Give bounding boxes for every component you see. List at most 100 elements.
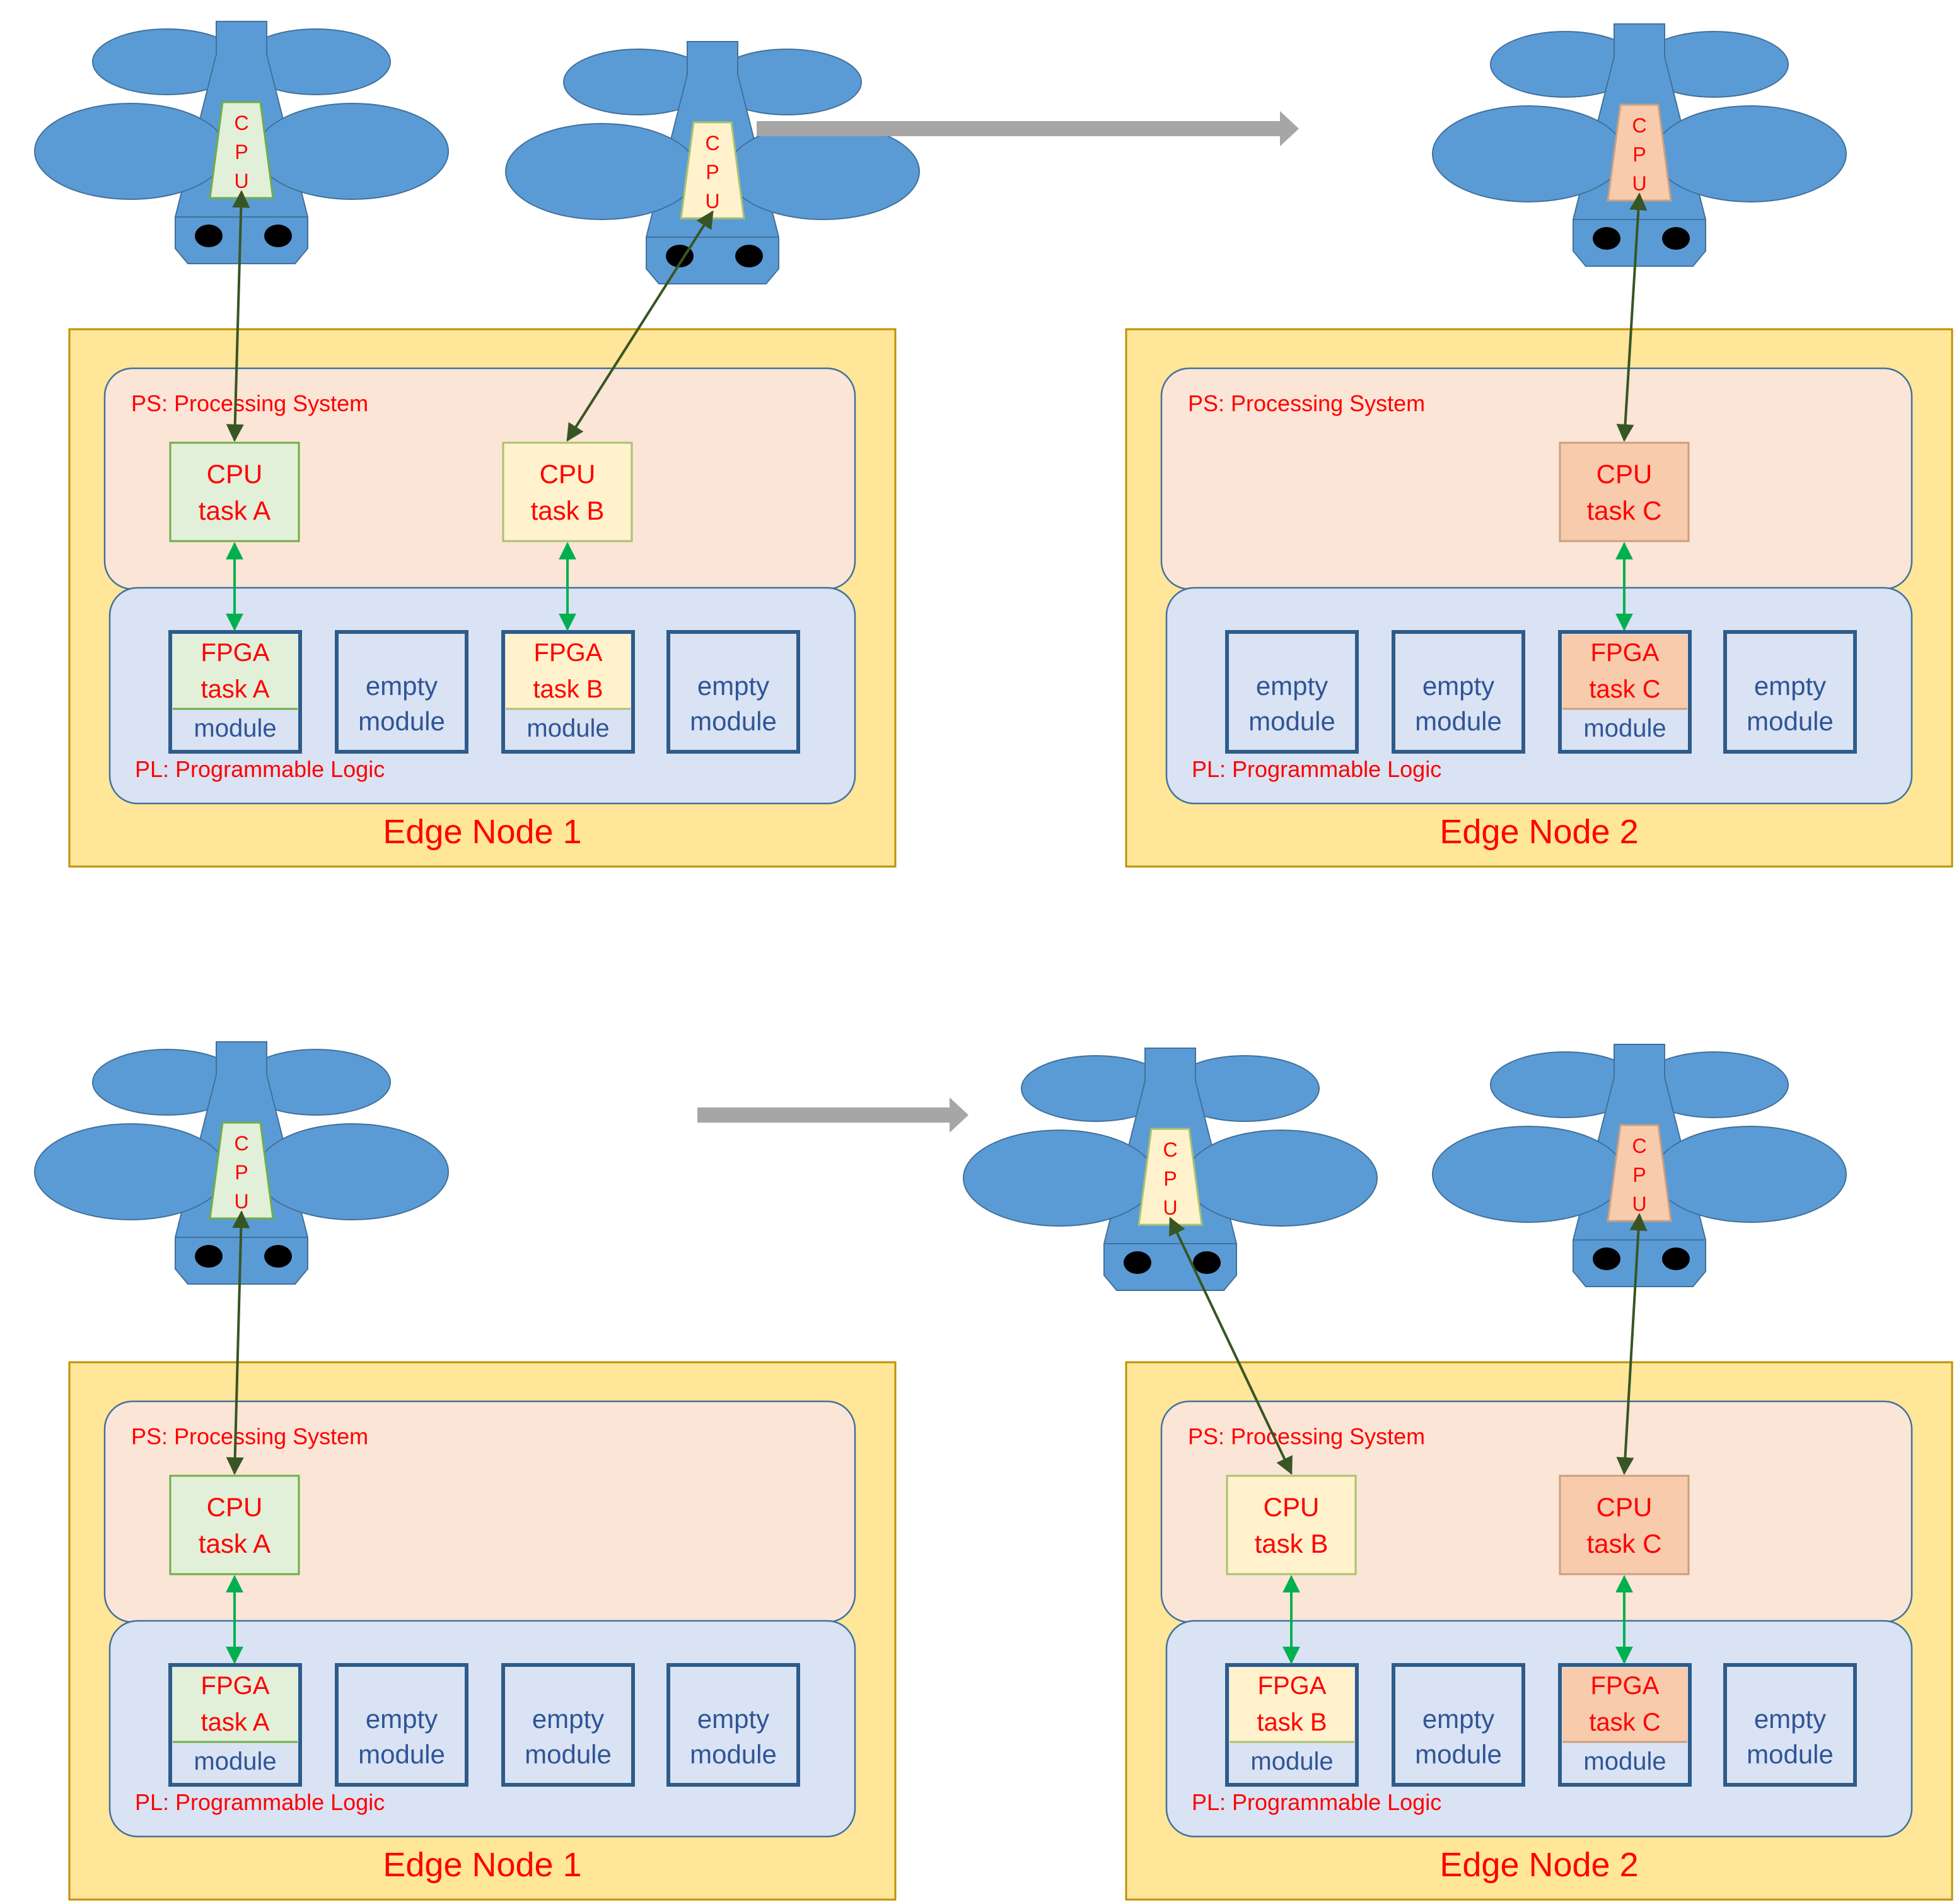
module-text-empty: empty (1754, 1704, 1826, 1734)
drone-cpu-chip (1607, 1124, 1672, 1222)
module-text-empty: empty (1754, 671, 1826, 701)
module-text-module: module (525, 1739, 612, 1769)
module-task-fill (173, 634, 298, 709)
rotor-bottom-right (1654, 1126, 1847, 1223)
drone-camera-lens-right (1662, 1247, 1690, 1270)
module-text-module: module (526, 715, 609, 742)
drone-camera-lens-left (1593, 1247, 1620, 1270)
rotor-bottom-left (1432, 1126, 1625, 1223)
drone-cpu-link (1616, 1213, 1648, 1475)
rotor-bottom-right (1185, 1130, 1378, 1227)
drone-camera-lens-right (264, 225, 292, 247)
movement-arrow-top (757, 111, 1299, 146)
drone-task-c: CPU (1432, 23, 1847, 267)
rotor-bottom-right (1654, 105, 1847, 202)
module-text-task: task B (1257, 1708, 1327, 1736)
drone-cpu-chip (209, 1121, 274, 1220)
module-text-fpga: FPGA (1258, 1672, 1327, 1700)
cpu-box-task: task B (531, 496, 605, 525)
edge-node-label: Edge Node 2 (1439, 813, 1638, 851)
cpu-box-label: CPU (1596, 1492, 1653, 1522)
module-task-fill (173, 1667, 298, 1742)
cpu-box (1559, 1475, 1690, 1575)
drone-cpu-letter: C (705, 132, 719, 155)
module-text-task: task C (1589, 675, 1660, 703)
edge-node-label: Edge Node 2 (1439, 1846, 1638, 1884)
gray-arrow-shaft (757, 121, 1282, 136)
module-text-task: task A (201, 675, 270, 703)
module-text-module: module (1250, 1748, 1333, 1775)
drone-camera-lens-right (735, 245, 763, 267)
module-text-empty: empty (366, 671, 438, 701)
cpu-box-label: CPU (1596, 459, 1653, 489)
drone-cpu-letter: U (234, 1190, 248, 1213)
module-box (335, 1663, 468, 1787)
module-text-task: task C (1589, 1708, 1660, 1736)
cpu-box-label: CPU (1264, 1492, 1320, 1522)
drone-camera-lens-left (195, 225, 223, 247)
cpu-box (1226, 1475, 1357, 1575)
module-text-empty: empty (366, 1704, 438, 1734)
cpu-box-label: CPU (540, 459, 596, 489)
cpu-box (1559, 441, 1690, 542)
module-text-module: module (690, 1739, 777, 1769)
ps-label: PS: Processing System (131, 390, 368, 416)
module-text-module: module (690, 706, 777, 736)
rotor-bottom-right (727, 123, 920, 220)
drone-task-b: CPU (963, 1048, 1378, 1291)
ps-label: PS: Processing System (131, 1423, 368, 1449)
rotor-bottom-right (256, 1123, 449, 1220)
module-text-module: module (194, 715, 276, 742)
drone-cpu-letter: C (1632, 1135, 1646, 1157)
module-task-fill (1562, 1667, 1687, 1742)
drone-cpu-chip (680, 121, 745, 219)
module-text-empty: empty (1422, 1704, 1494, 1734)
cpu-box-task: task C (1586, 496, 1661, 525)
gray-arrow-head (950, 1097, 968, 1133)
module-task-fill (506, 634, 631, 709)
rotor-bottom-right (256, 103, 449, 200)
module-text-module: module (1583, 1748, 1666, 1775)
drone-cpu-letter: C (1163, 1138, 1177, 1161)
drone-cpu-letter: P (706, 161, 719, 184)
drone-task-c: CPU (1432, 1044, 1847, 1287)
module-box (1723, 630, 1857, 754)
module-box (501, 1663, 635, 1787)
module-text-fpga: FPGA (201, 1672, 270, 1700)
drone-cpu-letter: P (1163, 1167, 1177, 1190)
drone-camera-lens-left (195, 1245, 223, 1268)
rotor-bottom-left (34, 1123, 227, 1220)
edge-node-label: Edge Node 1 (383, 813, 581, 851)
cpu-box-task: task A (199, 1529, 270, 1558)
cpu-box-task: task A (199, 496, 270, 525)
module-box (666, 1663, 800, 1787)
drone-cpu-letter: P (235, 141, 248, 163)
drone-cpu-link (1169, 1217, 1293, 1475)
drone-cpu-letter: C (234, 1132, 248, 1155)
drone-task-a: CPU (34, 1041, 449, 1285)
module-text-empty: empty (1256, 671, 1328, 701)
drone-cpu-letter: P (1632, 143, 1646, 166)
gray-arrow-shaft (697, 1107, 952, 1123)
cpu-box-task: task C (1586, 1529, 1661, 1558)
pl-label: PL: Programmable Logic (1192, 1789, 1441, 1815)
module-text-task: task B (533, 675, 603, 703)
module-text-task: task A (201, 1708, 270, 1736)
module-text-module: module (1415, 706, 1502, 736)
cpu-box-label: CPU (207, 459, 263, 489)
cpu-task-c-box: CPU task C (1559, 441, 1690, 542)
module-text-empty: empty (1422, 671, 1494, 701)
module-box (1225, 630, 1359, 754)
module-text-module: module (1583, 715, 1666, 742)
rotor-bottom-left (34, 103, 227, 200)
drone-camera-lens-right (1193, 1251, 1221, 1274)
module-text-module: module (194, 1748, 276, 1775)
